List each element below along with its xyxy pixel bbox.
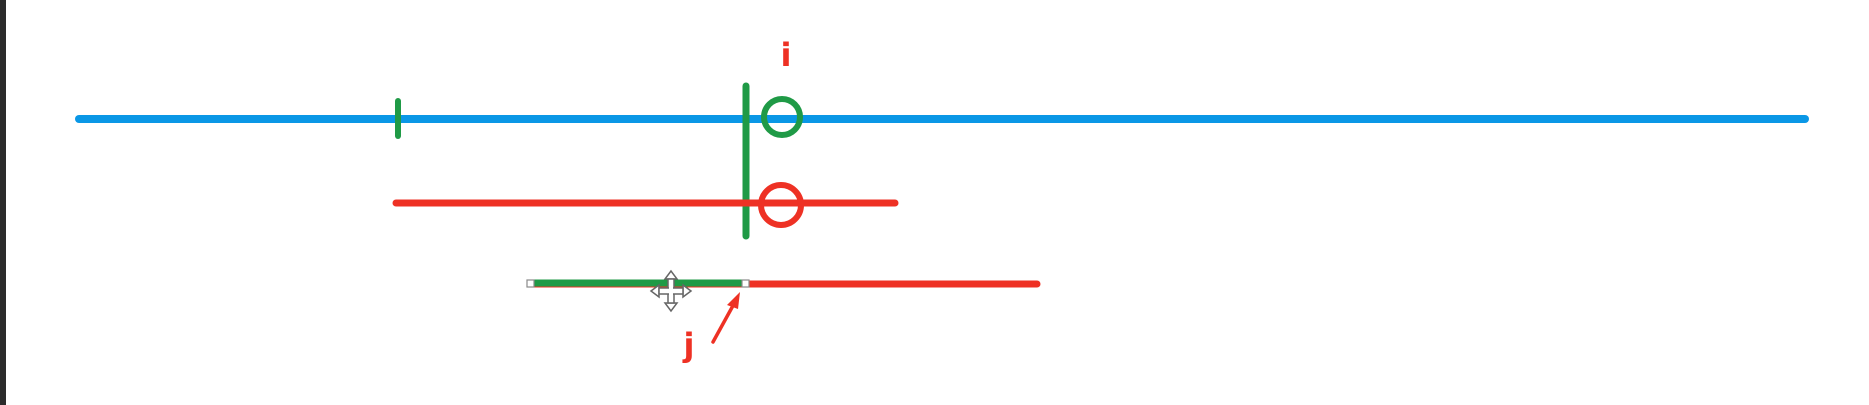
pointer-arrow-head xyxy=(727,292,740,309)
label-j: j xyxy=(682,326,695,364)
pointer-arrow-line xyxy=(711,300,737,344)
segment-start-handle[interactable] xyxy=(526,279,535,288)
window-left-edge xyxy=(0,0,6,405)
green-circle-marker-icon xyxy=(761,96,803,138)
label-i: i xyxy=(781,36,792,74)
move-cursor-icon xyxy=(649,269,693,313)
red-circle-marker-icon xyxy=(758,182,804,228)
segment-end-handle[interactable] xyxy=(741,279,750,288)
